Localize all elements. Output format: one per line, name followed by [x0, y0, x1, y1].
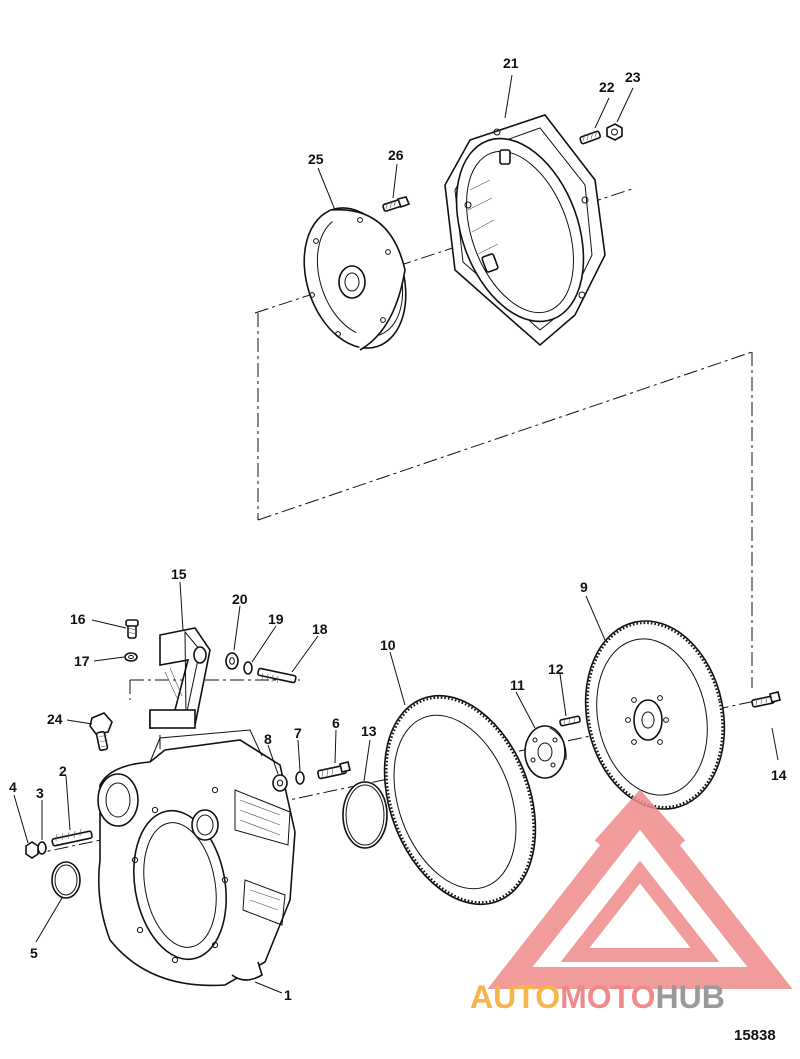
- callout-6: 6: [332, 715, 340, 731]
- bolt-18: [257, 667, 297, 684]
- callout-21: 21: [503, 55, 519, 71]
- watermark-text: AUTOMOTOHUB: [470, 979, 725, 1015]
- callout-19: 19: [268, 611, 284, 627]
- o-ring-5: [51, 861, 81, 899]
- watermark-logo: [487, 789, 793, 989]
- washer-8: [272, 774, 288, 792]
- washer-3: [37, 841, 47, 855]
- callout-8: 8: [264, 731, 272, 747]
- stud-22: [579, 130, 602, 145]
- callout-13: 13: [361, 723, 377, 739]
- washer-20: [225, 652, 239, 670]
- ring-gear: [383, 694, 537, 906]
- washer-19: [243, 661, 253, 675]
- bell-housing: [444, 114, 606, 347]
- callout-5: 5: [30, 945, 38, 961]
- watermark-word-auto: AUTO: [470, 979, 560, 1015]
- callout-23: 23: [625, 69, 641, 85]
- callout-1: 1: [284, 987, 292, 1003]
- callout-22: 22: [599, 79, 615, 95]
- callout-7: 7: [294, 725, 302, 741]
- callout-3: 3: [36, 785, 44, 801]
- callout-2: 2: [59, 763, 67, 779]
- screw-12: [559, 715, 581, 727]
- callout-10: 10: [380, 637, 396, 653]
- stud-2: [51, 828, 93, 847]
- screw-26: [382, 196, 411, 212]
- callout-14: 14: [771, 767, 787, 783]
- callout-9: 9: [580, 579, 588, 595]
- callout-24: 24: [47, 711, 63, 727]
- flywheel: [584, 620, 726, 810]
- drive-coupler: [524, 725, 567, 779]
- o-ring-13: [342, 781, 388, 849]
- adapter-plate: [303, 207, 407, 351]
- washer-17: [124, 652, 138, 662]
- bolt-14: [751, 691, 781, 708]
- mount-bracket: [149, 627, 211, 729]
- callout-18: 18: [312, 621, 328, 637]
- watermark-word-hub: HUB: [655, 979, 724, 1015]
- nut-4: [25, 841, 39, 859]
- figure-number: 15838: [734, 1027, 776, 1044]
- callout-15: 15: [171, 566, 187, 582]
- flywheel-housing: [97, 729, 296, 987]
- callout-25: 25: [308, 151, 324, 167]
- bolt-6: [317, 761, 351, 780]
- watermark-word-moto: MOTO: [560, 979, 655, 1015]
- callout-20: 20: [232, 591, 248, 607]
- callout-11: 11: [510, 677, 525, 693]
- callout-12: 12: [548, 661, 564, 677]
- callout-26: 26: [388, 147, 404, 163]
- callout-16: 16: [70, 611, 86, 627]
- leader-lines: [13, 74, 779, 994]
- bolt-16: [125, 619, 139, 639]
- callout-17: 17: [74, 653, 90, 669]
- nut-23: [606, 123, 623, 141]
- callouts: 1 2 3 4 5 6 7 8 9 10 11 12 13 14 15 16 1…: [9, 55, 787, 1003]
- callout-4: 4: [9, 779, 17, 795]
- sensor-24: [89, 712, 113, 752]
- washer-7: [295, 771, 305, 785]
